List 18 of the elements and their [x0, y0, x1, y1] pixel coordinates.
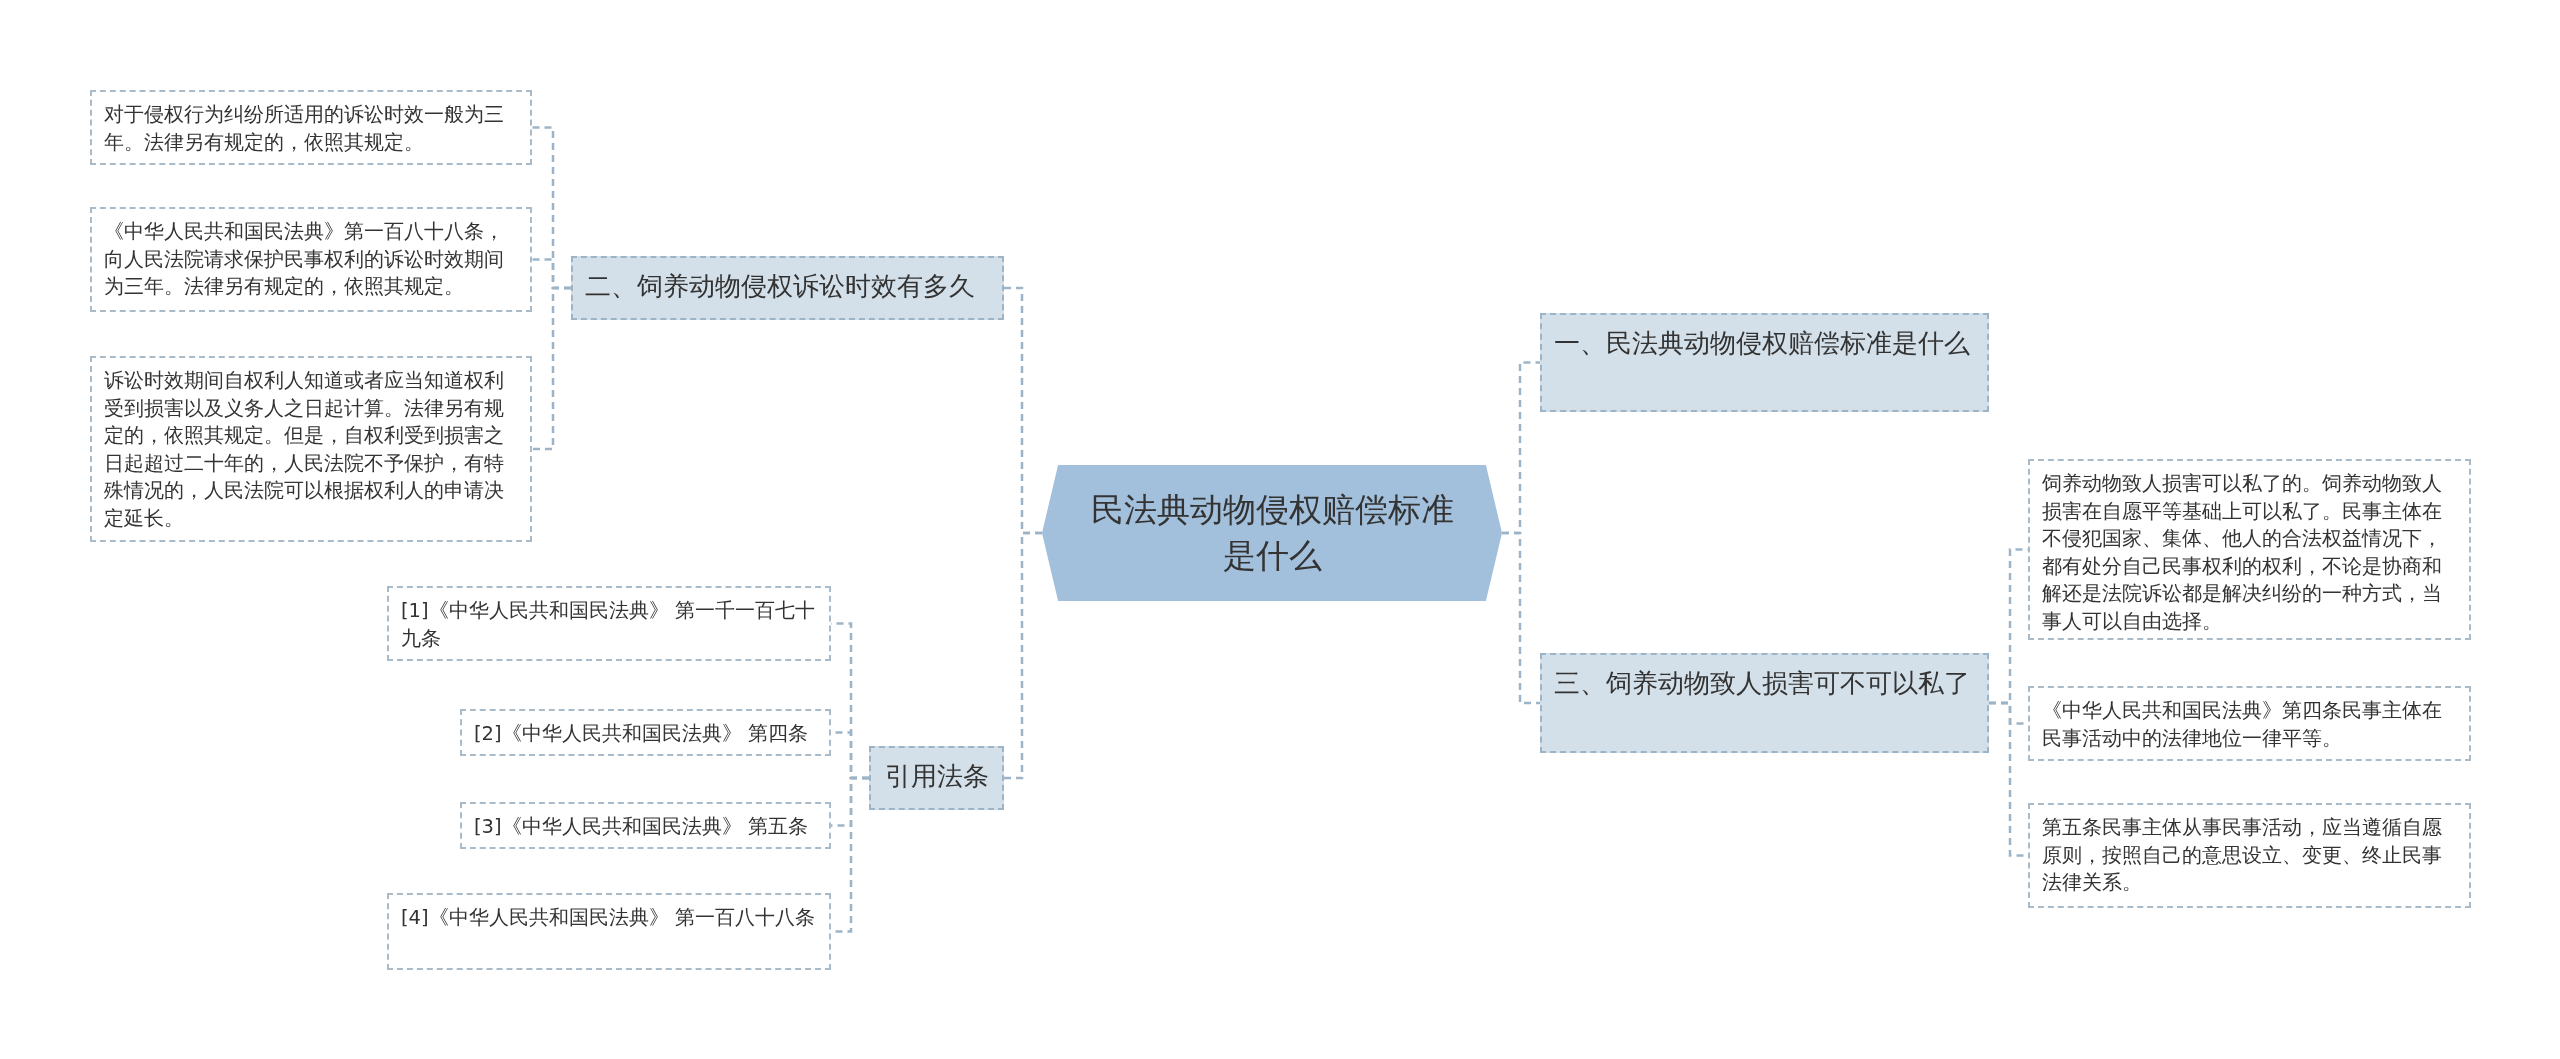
note-box: 饲养动物致人损害可以私了的。饲养动物致人损害在自愿平等基础上可以私了。民事主体在不侵犯国家、集体、他人的合法权益情况下，都有处分自己民事权利的权利，不论是协商和解还是法院诉讼都是解决纠纷的一种方式，当事人可以自由选择。 — [2028, 459, 2471, 640]
note-box: 诉讼时效期间自权利人知道或者应当知道权利受到损害以及义务人之日起计算。法律另有规定的，依照其规定。但是，自权利受到损害之日起超过二十年的，人民法院不予保护，有特殊情况的，人民法院可以根据权利人的申请决定延长。 — [90, 356, 532, 542]
topic-box: 引用法条 — [869, 746, 1004, 810]
topic-box: 三、饲养动物致人损害可不可以私了 — [1540, 653, 1989, 753]
connector-line — [1004, 531, 1042, 780]
note-box: [1]《中华人民共和国民法典》 第一千一百七十九条 — [387, 586, 831, 661]
note-box: 对于侵权行为纠纷所适用的诉讼时效一般为三年。法律另有规定的，依照其规定。 — [90, 90, 532, 165]
note-box: 《中华人民共和国民法典》第四条民事主体在民事活动中的法律地位一律平等。 — [2028, 686, 2471, 761]
note-box: [4]《中华人民共和国民法典》 第一百八十八条 — [387, 893, 831, 970]
topic-box: 二、饲养动物侵权诉讼时效有多久 — [571, 256, 1004, 320]
note-box: 第五条民事主体从事民事活动，应当遵循自愿原则，按照自己的意思设立、变更、终止民事法律关系。 — [2028, 803, 2471, 908]
connector-line — [532, 286, 571, 451]
note-box: [2]《中华人民共和国民法典》 第四条 — [460, 709, 831, 756]
connector-line — [1502, 531, 1540, 705]
topic-box: 一、民法典动物侵权赔偿标准是什么 — [1540, 313, 1989, 412]
central-topic: 民法典动物侵权赔偿标准是什么 — [1042, 465, 1502, 601]
note-box: [3]《中华人民共和国民法典》 第五条 — [460, 802, 831, 849]
note-box: 《中华人民共和国民法典》第一百八十八条，向人民法院请求保护民事权利的诉讼时效期间为三年。法律另有规定的，依照其规定。 — [90, 207, 532, 312]
